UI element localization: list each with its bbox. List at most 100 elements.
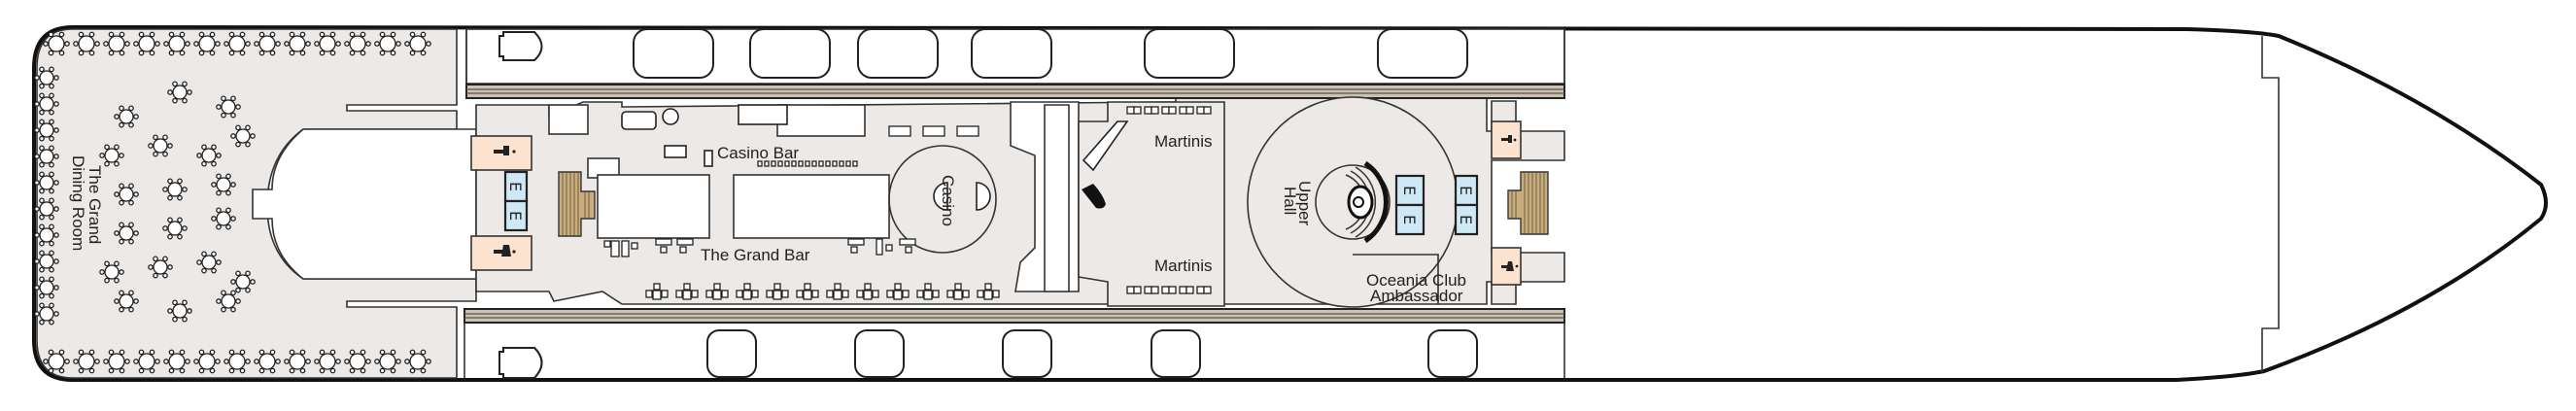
elevator-fwd-2[interactable]: E (1394, 203, 1425, 236)
lifeboat-icon (749, 28, 831, 79)
dining-table (230, 124, 256, 148)
dining-table (193, 31, 221, 56)
dining-table (374, 31, 401, 56)
dining-table (73, 349, 100, 374)
lounge-table (886, 283, 910, 300)
lifeboat-icon (498, 31, 543, 61)
martinis-chair (1161, 286, 1170, 294)
lounge-seating-row (645, 283, 1000, 300)
martinis-chair (1203, 286, 1212, 294)
venue-label-casino-bar: Casino Bar (717, 144, 799, 162)
dining-table (223, 349, 251, 374)
lifeboat-icon (1377, 28, 1468, 79)
bar-stool (811, 160, 817, 167)
dining-table (103, 349, 130, 374)
bar-stool (764, 160, 770, 167)
grand-staircase-icon (1345, 160, 1389, 244)
dining-table (34, 197, 59, 221)
bar-stool (818, 160, 824, 167)
bar-stool (852, 160, 858, 167)
venue-label-grand-dining-room-2: Dining Room (69, 155, 87, 251)
dining-table (254, 31, 281, 56)
martinis-chair (1126, 106, 1135, 115)
martinis-chair (1185, 286, 1194, 294)
elevator-icon: E (1457, 186, 1475, 195)
elevator-aft-1[interactable]: E (503, 170, 529, 203)
lounge-table (645, 283, 669, 300)
lounge-table (977, 283, 1000, 300)
grand-bar-seating (603, 238, 916, 257)
dining-table (196, 144, 222, 167)
bow-bulkhead (2261, 36, 2280, 372)
venue-label-grand-dining-room: The Grand (86, 165, 104, 244)
lounge-table (916, 283, 940, 300)
dining-table (196, 251, 222, 274)
dining-table (193, 349, 221, 374)
bar-stool (832, 160, 838, 167)
dining-table (167, 81, 192, 104)
martinis-chair (1168, 106, 1177, 115)
dining-table (223, 31, 251, 56)
elevator-fwd-3[interactable]: E (1454, 174, 1479, 207)
dining-table (43, 31, 70, 56)
martinis-area (1078, 101, 1225, 307)
venue-label-oceania-club-2: Ambassador (1370, 287, 1463, 305)
martinis-chair (1126, 286, 1135, 294)
dining-table (374, 349, 401, 374)
dining-table (162, 217, 188, 240)
casino-bar-seating-row (757, 125, 979, 167)
lifeboat-icon (1151, 329, 1201, 378)
venue-label-martinis-bottom: Martinis (1154, 257, 1213, 275)
dining-table (956, 125, 979, 137)
casino-table-icon (933, 182, 991, 211)
service-room-2 (776, 104, 866, 137)
dining-table (404, 31, 431, 56)
atrium-rotunda (1315, 164, 1391, 240)
casino-bar-table (621, 111, 657, 130)
elevator-icon: E (506, 211, 525, 221)
lifeboat-icon (971, 28, 1052, 79)
dining-table (43, 349, 70, 374)
restroom-men-icon (494, 146, 516, 155)
venue-label-upper-hall: Upper (1295, 181, 1314, 226)
elevator-icon: E (1400, 186, 1419, 195)
restroom-men-icon (1501, 135, 1517, 143)
dining-tables (34, 31, 431, 374)
martinis-chair (1151, 106, 1159, 115)
dining-table (314, 31, 341, 56)
elevator-icon: E (1457, 215, 1475, 224)
martinis-chair (1196, 286, 1205, 294)
bar-stool (791, 160, 797, 167)
dining-table (114, 222, 139, 245)
dining-table (216, 290, 241, 313)
elevator-fwd-4[interactable]: E (1454, 203, 1479, 236)
restroom-women-icon (1501, 261, 1519, 271)
lifeboat-icon (498, 347, 543, 379)
dining-table (314, 349, 341, 374)
dining-table (211, 207, 236, 230)
elevator-fwd-1[interactable]: E (1394, 174, 1425, 207)
casino-room (888, 145, 997, 254)
lounge-table (766, 283, 789, 300)
dining-table (99, 144, 124, 167)
elevator-icon: E (506, 182, 525, 191)
dining-table (284, 349, 311, 374)
dining-table (34, 302, 59, 325)
martinis-chair (1168, 286, 1177, 294)
bar-stool (784, 160, 790, 167)
lifeboat-icon (633, 28, 714, 79)
bar-stool (798, 160, 804, 167)
bar-stool (825, 160, 831, 167)
elevator-aft-2[interactable]: E (503, 199, 529, 232)
central-void-1 (597, 174, 710, 239)
dining-table (34, 171, 59, 194)
central-void-2 (733, 174, 890, 239)
dining-table (922, 125, 945, 137)
dining-table (34, 250, 59, 273)
dining-table (216, 95, 241, 119)
lounge-table (946, 283, 970, 300)
lifeboat-icon (1002, 329, 1052, 378)
round-table (662, 108, 679, 125)
martinis-bar-counter (1082, 120, 1129, 172)
